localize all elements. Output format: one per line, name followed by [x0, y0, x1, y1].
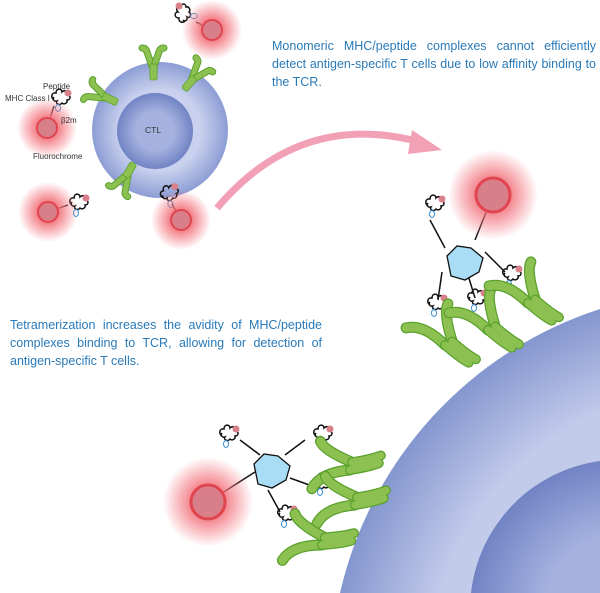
- mhc-class-label: MHC Class I: [5, 94, 50, 103]
- arrow: [214, 130, 442, 211]
- ctl-label: CTL: [145, 125, 162, 135]
- b2m-label: β2m: [61, 116, 77, 125]
- mhc-monomer: [174, 0, 243, 61]
- mhc-monomer-labeled: [16, 88, 78, 159]
- large-cell-nucleus: [471, 461, 600, 593]
- fluorochrome-label: Fluorochrome: [33, 152, 83, 161]
- tetramer-upper: [425, 148, 540, 318]
- peptide-label: Peptide: [43, 82, 71, 91]
- mhc-monomer: [17, 181, 91, 243]
- ctl-nucleus: [117, 93, 193, 169]
- monomer-caption: Monomeric MHC/peptide complexes cannot e…: [272, 39, 596, 89]
- tetramer-caption: Tetramerization increases the avidity of…: [10, 318, 322, 368]
- mhc-monomer: [150, 181, 212, 251]
